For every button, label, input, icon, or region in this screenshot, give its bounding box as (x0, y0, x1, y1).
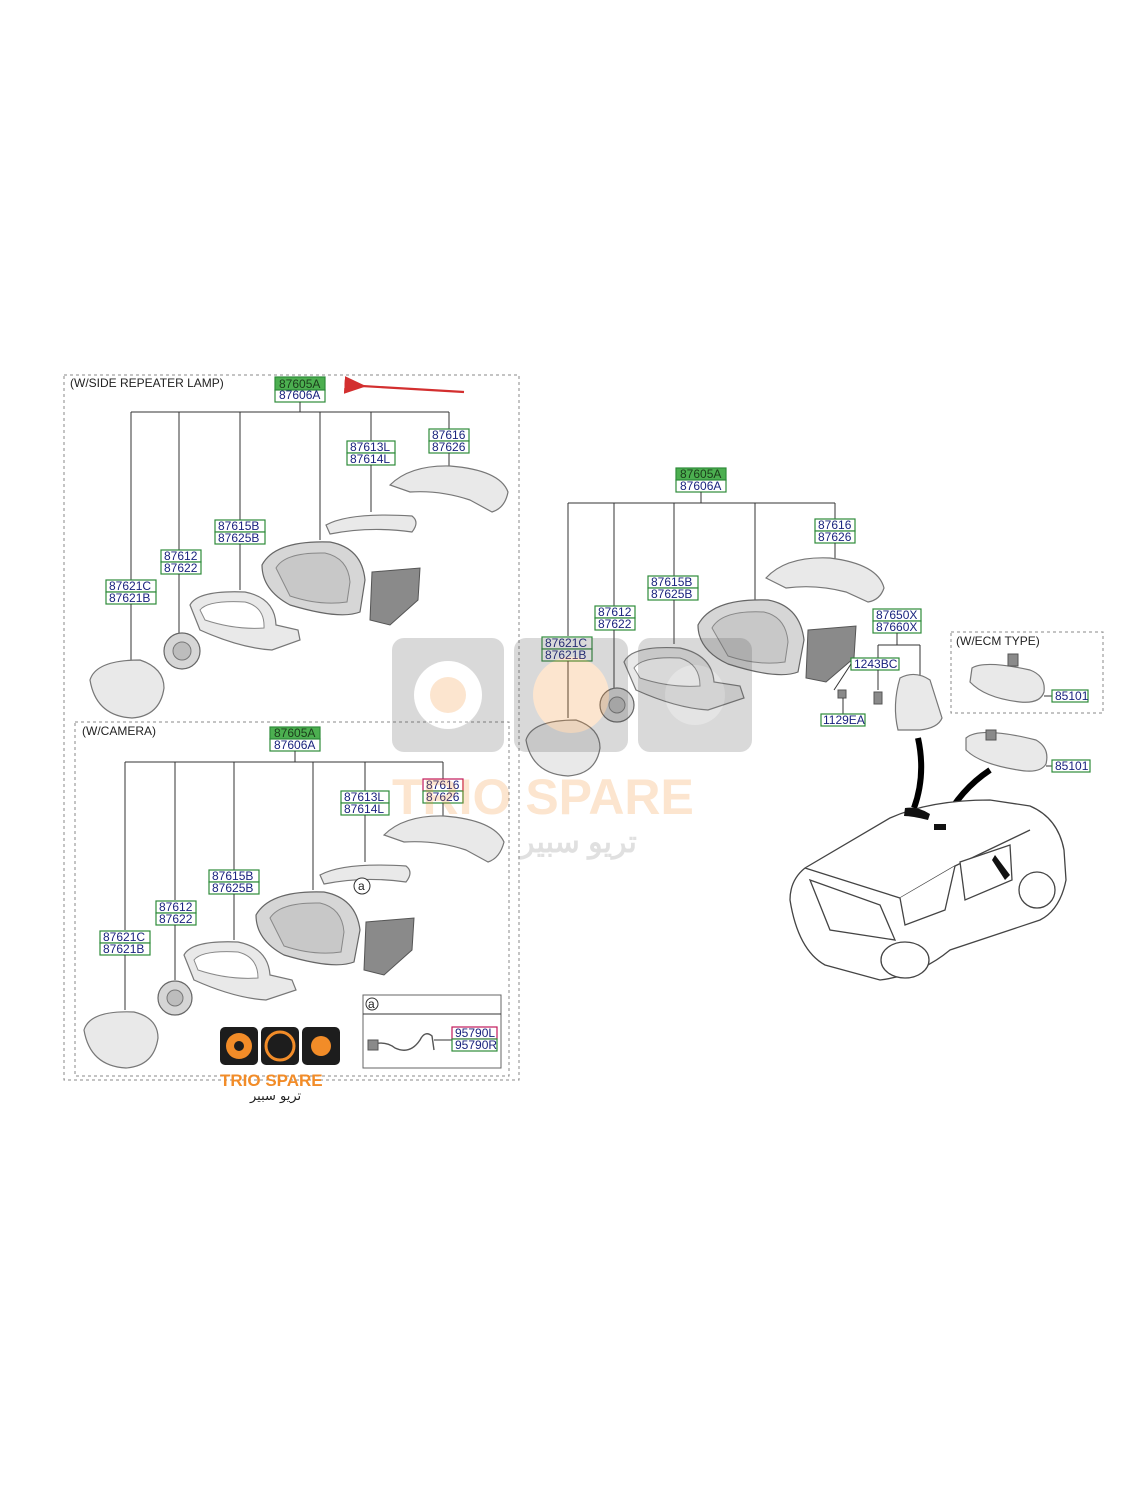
bolt-b-label: 1129EA (823, 713, 865, 727)
cam-cap-label-bot: 87626 (426, 790, 460, 804)
logo-brand: TRIO SPARE (220, 1071, 323, 1090)
cam-mirror-glass[interactable] (83, 1011, 159, 1069)
std-mirror-glass[interactable] (525, 719, 601, 777)
cam-repeater-lamp[interactable] (319, 864, 411, 885)
vehicle-outline (789, 799, 1067, 981)
group-side-repeater: (W/SIDE REPEATER LAMP) 87605A 87606A 876… (63, 374, 520, 1081)
ecm-frame (950, 631, 1104, 714)
callout-a-text: a (358, 879, 365, 893)
std-housing-label-bot: 87625B (651, 587, 692, 601)
watermark-arabic: تريو سبير (518, 826, 637, 860)
cam-glass-label-top: 87621C (103, 930, 145, 944)
brand-logo: TRIO SPARE تريو سبير (220, 1027, 340, 1104)
mirror-mount[interactable] (369, 567, 421, 626)
camera-title: (W/CAMERA) (82, 724, 156, 738)
lamp-label-top: 87613L (350, 440, 390, 454)
cam-housing-label-top: 87615B (212, 869, 253, 883)
assy-label-top: 87605A (279, 377, 320, 391)
housing-label-top: 87615B (218, 519, 259, 533)
cam-lamp-label-top: 87613L (344, 790, 384, 804)
cam-housing-label-bot: 87625B (212, 881, 253, 895)
camera-frame (74, 721, 510, 1077)
std-cap-label-top: 87616 (818, 518, 852, 532)
ecm-part-label: 85101 (1055, 689, 1089, 703)
detail-a-frame (362, 994, 502, 1069)
cam-assy-label-top: 87605A (274, 726, 315, 740)
glass-label-top: 87621C (109, 579, 151, 593)
watermark: TRIO SPARE تريو سبير (392, 638, 752, 860)
cam-lamp-label-bot: 87614L (344, 802, 384, 816)
std-glass-label-top: 87621C (545, 636, 587, 650)
side-repeater-title: (W/SIDE REPEATER LAMP) (70, 376, 224, 390)
screw-icon (873, 691, 883, 705)
camera-label-top: 95790L (455, 1026, 495, 1040)
std-actuator-label-top: 87612 (598, 605, 632, 619)
camera-label-bot: 95790R (455, 1038, 497, 1052)
std-assy-label-bot: 87606A (680, 479, 721, 493)
std-housing-label-top: 87615B (651, 575, 692, 589)
camera-harness[interactable] (369, 1033, 435, 1051)
ecm-title: (W/ECM TYPE) (956, 634, 1040, 648)
detail-a-title: a (368, 997, 375, 1011)
cap-label-bot: 87626 (432, 440, 466, 454)
std-actuator-label-bot: 87622 (598, 617, 632, 631)
watermark-brand: TRIO SPARE (392, 769, 694, 825)
cam-actuator-label-top: 87612 (159, 900, 193, 914)
group-standard: 87605A 87606A 87616 87626 87615B 87625B … (525, 467, 1104, 981)
std-mirror-cap[interactable] (765, 557, 885, 603)
group-camera: (W/CAMERA) 87605A 87606A 87616 87626 876… (74, 721, 510, 1077)
std-glass-label-bot: 87621B (545, 648, 586, 662)
cover-label-top: 87650X (876, 608, 917, 622)
pointer-arrow (343, 376, 465, 394)
glass-label-bot: 87621B (109, 591, 150, 605)
cam-assy-label-bot: 87606A (274, 738, 315, 752)
mirror-glass[interactable] (89, 659, 165, 719)
cap-label-top: 87616 (432, 428, 466, 442)
inside-mirror[interactable] (965, 731, 1048, 772)
std-assy-label-top: 87605A (680, 467, 721, 481)
std-cap-label-bot: 87626 (818, 530, 852, 544)
assy-label-bot: 87606A (279, 388, 320, 402)
cam-glass-label-bot: 87621B (103, 942, 144, 956)
std-mirror-mount[interactable] (805, 625, 857, 683)
cover-label-bot: 87660X (876, 620, 917, 634)
logo-arabic: تريو سبير (249, 1089, 302, 1104)
inside-mirror-part-label: 85101 (1055, 759, 1089, 773)
mirror-cover[interactable] (894, 673, 943, 731)
cam-mirror-mount[interactable] (363, 917, 415, 976)
repeater-lamp[interactable] (325, 514, 417, 535)
cam-cap-label-top: 87616 (426, 778, 460, 792)
actuator-label-bot: 87622 (164, 561, 198, 575)
bolt-a-label: 1243BC (854, 657, 898, 671)
mirror-cap[interactable] (388, 465, 509, 513)
lamp-label-bot: 87614L (350, 452, 390, 466)
callout-a (353, 877, 371, 895)
ecm-inside-mirror[interactable] (969, 663, 1045, 703)
actuator-label-top: 87612 (164, 549, 198, 563)
housing-label-bot: 87625B (218, 531, 259, 545)
cam-mirror-cap[interactable] (382, 815, 505, 863)
side-repeater-frame (63, 374, 520, 1081)
cam-actuator-label-bot: 87622 (159, 912, 193, 926)
